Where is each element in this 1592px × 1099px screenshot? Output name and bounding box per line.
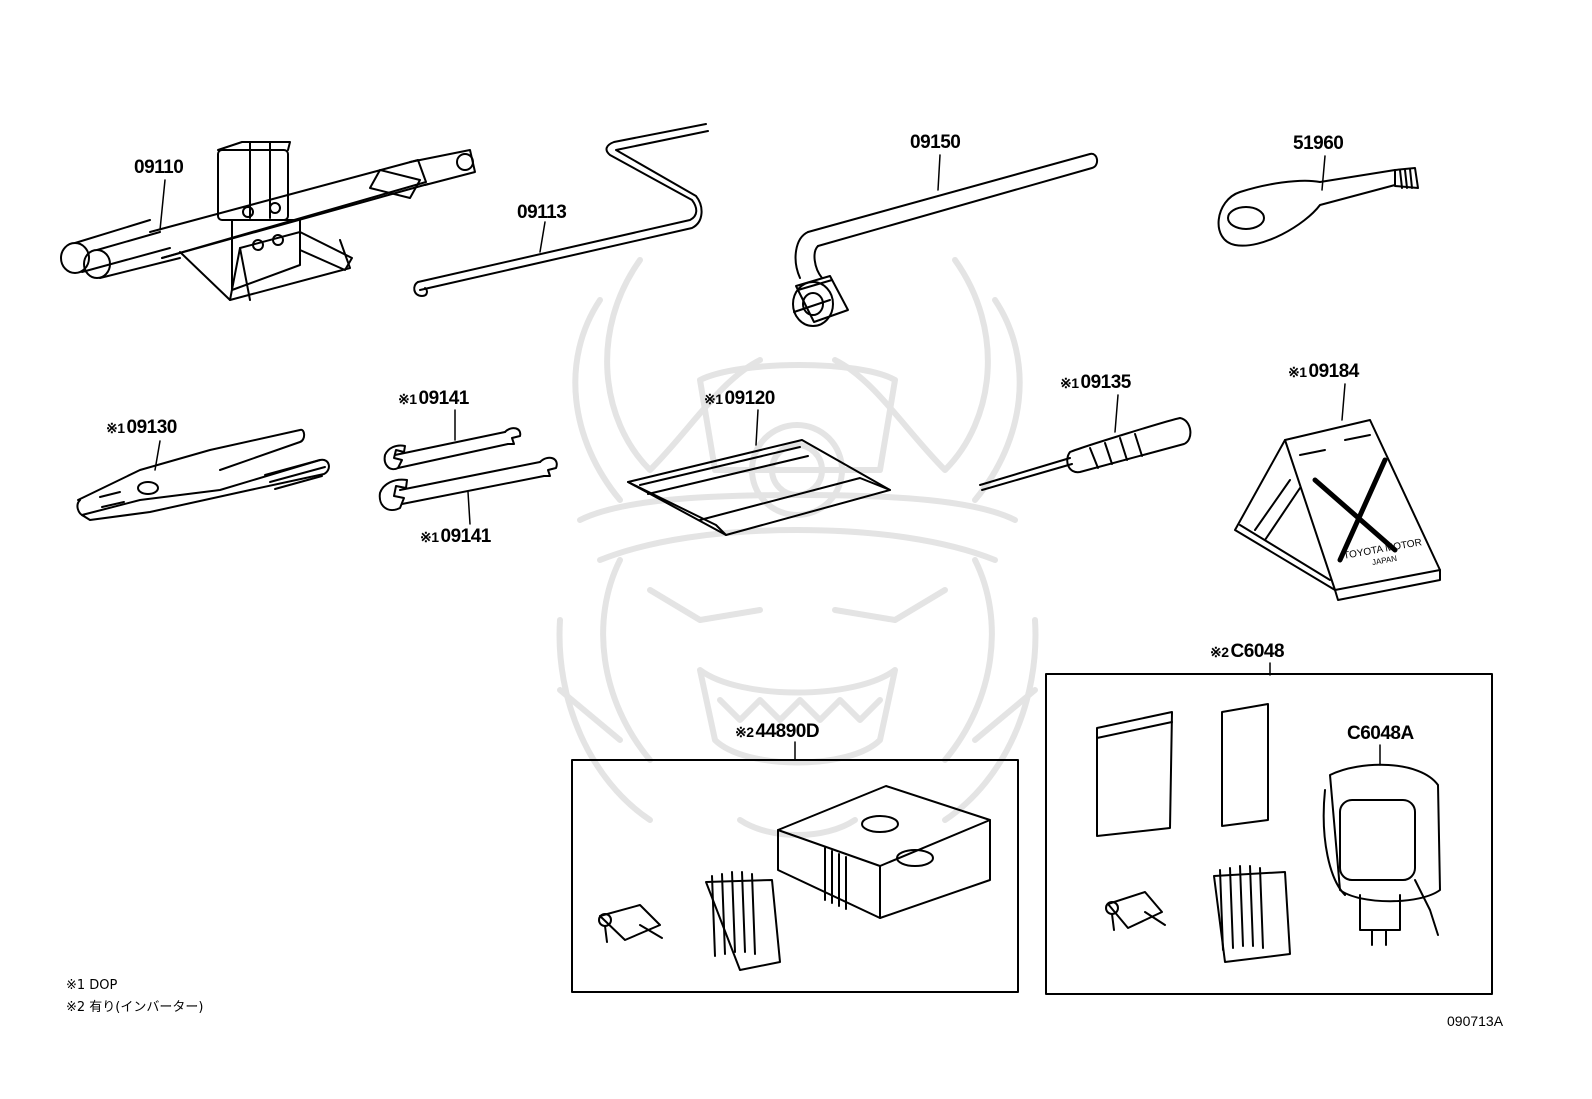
leader-lines bbox=[154, 154, 1381, 766]
sealant-sheet-drawing bbox=[1221, 703, 1269, 827]
stickers-stack-drawing bbox=[705, 871, 781, 971]
wheel-chock-drawing bbox=[1234, 419, 1441, 601]
towing-eye-drawing bbox=[1217, 167, 1419, 247]
scissor-jack-drawing bbox=[60, 141, 476, 301]
part-label-09150: 09150 bbox=[910, 132, 961, 153]
part-label-09113: 09113 bbox=[517, 202, 567, 223]
part-label-C6048A: C6048A bbox=[1347, 723, 1414, 744]
wrench-large-drawing bbox=[378, 456, 558, 512]
legend-note-2: ※2 有り(インバーター) bbox=[66, 1000, 204, 1015]
screwdriver-drawing bbox=[979, 417, 1192, 491]
stickers-stack-2-drawing bbox=[1213, 865, 1291, 963]
diagram-code: 090713A bbox=[1447, 1013, 1504, 1029]
inverter-drawing bbox=[1322, 763, 1441, 946]
wrench-small-drawing bbox=[383, 427, 522, 471]
valve-tool-2-drawing bbox=[1105, 891, 1166, 931]
part-label-51960: 51960 bbox=[1293, 133, 1344, 154]
compressor-case-drawing bbox=[777, 785, 991, 919]
watermark-helmet bbox=[556, 257, 1039, 838]
kit-44890D-frame bbox=[571, 759, 1019, 993]
pliers-drawing bbox=[76, 428, 330, 521]
lug-wrench-drawing bbox=[792, 152, 1098, 327]
sealant-bag-drawing bbox=[1096, 711, 1173, 837]
valve-tool-drawing bbox=[598, 904, 663, 943]
jack-handle-drawing bbox=[413, 123, 709, 297]
part-label-09110: 09110 bbox=[134, 157, 184, 178]
tool-bag-drawing bbox=[627, 439, 891, 536]
kit-C6048-frame bbox=[1045, 673, 1493, 995]
legend-note-1: ※1 DOP bbox=[66, 978, 118, 993]
